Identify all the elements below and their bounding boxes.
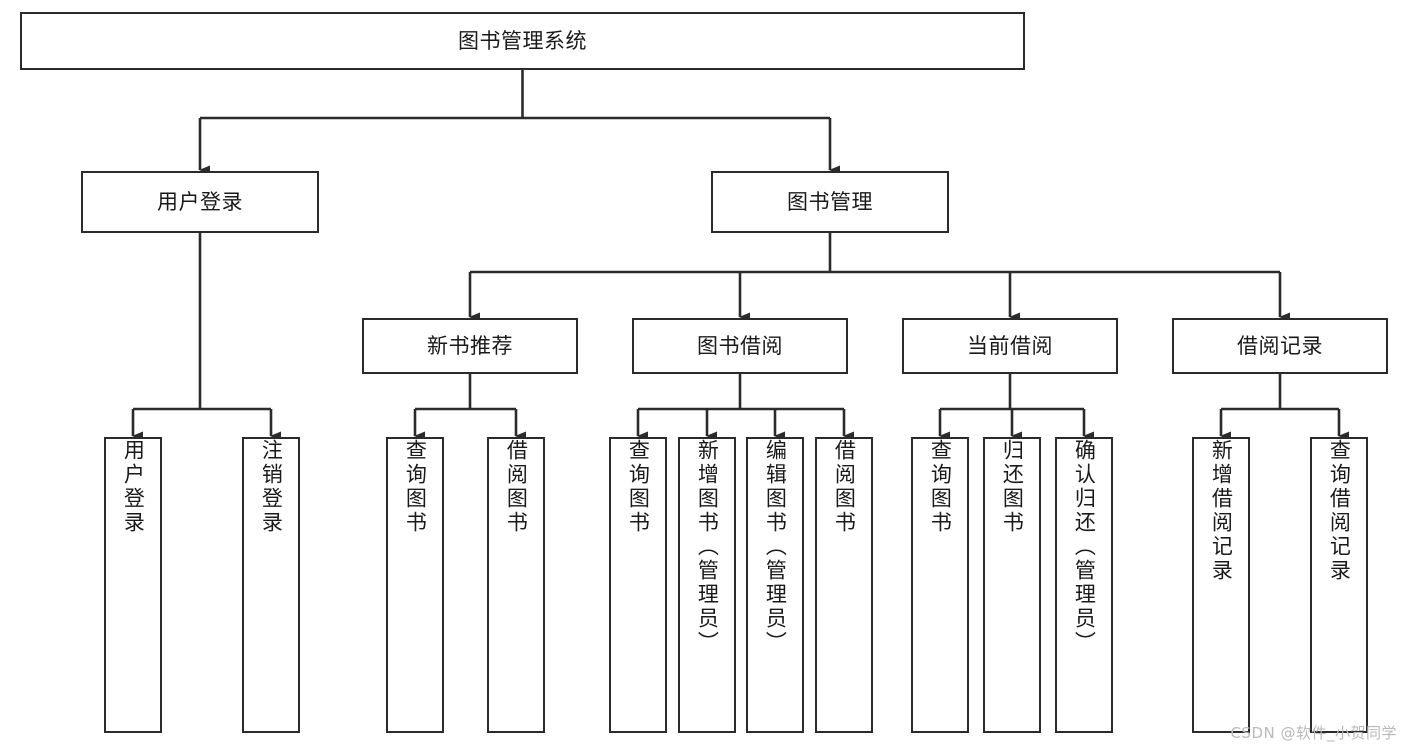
node-leaf-query-book-borrow[interactable]: 查询图书 [609, 437, 667, 733]
node-label: 编辑图书（管理员） [763, 439, 788, 655]
node-label: 查询图书 [626, 439, 651, 535]
node-root[interactable]: 图书管理系统 [20, 12, 1025, 70]
node-label: 查询借阅记录 [1327, 439, 1352, 583]
node-label: 查询图书 [403, 439, 428, 535]
node-leaf-confirm-return[interactable]: 确认归还（管理员） [1055, 437, 1113, 733]
node-label: 新增图书（管理员） [695, 439, 720, 655]
node-leaf-borrow-book-recommend[interactable]: 借阅图书 [487, 437, 545, 733]
node-leaf-user-login[interactable]: 用户登录 [104, 437, 162, 733]
node-current-borrow[interactable]: 当前借阅 [902, 318, 1118, 374]
node-leaf-logout[interactable]: 注销登录 [242, 437, 300, 733]
node-label: 借阅记录 [1237, 333, 1323, 358]
node-leaf-return-book[interactable]: 归还图书 [983, 437, 1041, 733]
node-label: 图书管理系统 [458, 28, 587, 53]
node-leaf-add-book[interactable]: 新增图书（管理员） [678, 437, 736, 733]
node-new-book-recommend[interactable]: 新书推荐 [362, 318, 578, 374]
node-label: 用户登录 [157, 189, 243, 214]
node-label: 确认归还（管理员） [1072, 439, 1097, 655]
node-label: 当前借阅 [967, 333, 1053, 358]
node-leaf-borrow-book[interactable]: 借阅图书 [815, 437, 873, 733]
node-label: 借阅图书 [504, 439, 529, 535]
node-label: 新增借阅记录 [1209, 439, 1234, 583]
node-label: 注销登录 [259, 439, 284, 535]
node-label: 归还图书 [1000, 439, 1025, 535]
node-leaf-query-book-current[interactable]: 查询图书 [911, 437, 969, 733]
node-label: 图书管理 [787, 189, 873, 214]
node-label: 图书借阅 [697, 333, 783, 358]
node-user-login[interactable]: 用户登录 [81, 171, 319, 233]
node-label: 借阅图书 [832, 439, 857, 535]
node-label: 用户登录 [121, 439, 146, 535]
node-book-borrow[interactable]: 图书借阅 [632, 318, 848, 374]
node-leaf-add-borrow-record[interactable]: 新增借阅记录 [1192, 437, 1250, 733]
node-leaf-query-book-recommend[interactable]: 查询图书 [386, 437, 444, 733]
node-label: 查询图书 [928, 439, 953, 535]
node-book-manage[interactable]: 图书管理 [711, 171, 949, 233]
node-label: 新书推荐 [427, 333, 513, 358]
node-leaf-query-borrow-record[interactable]: 查询借阅记录 [1310, 437, 1368, 733]
node-leaf-edit-book[interactable]: 编辑图书（管理员） [746, 437, 804, 733]
node-borrow-record[interactable]: 借阅记录 [1172, 318, 1388, 374]
